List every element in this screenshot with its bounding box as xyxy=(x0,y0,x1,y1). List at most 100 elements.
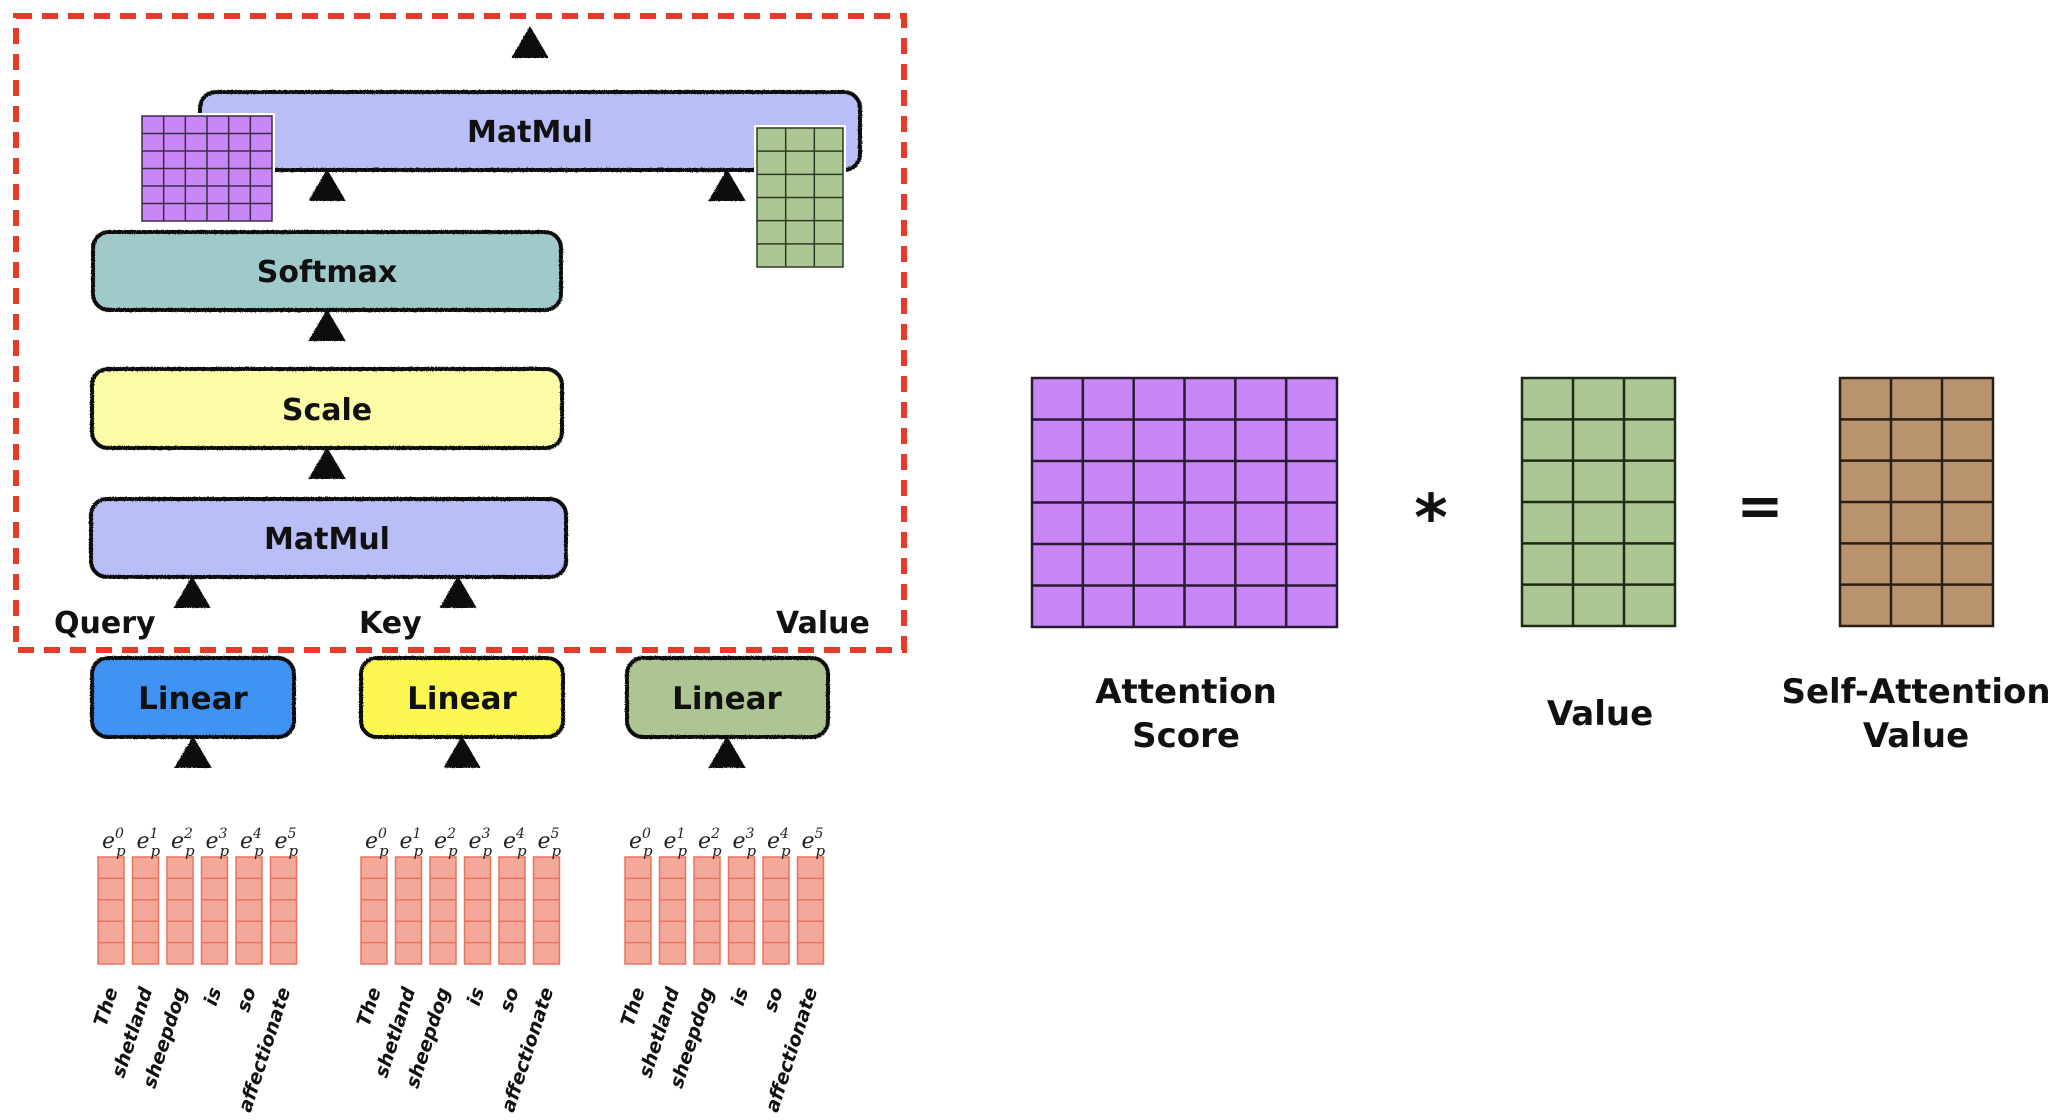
softmax-label: Softmax xyxy=(257,255,397,290)
token-label: The xyxy=(617,985,650,1029)
arrow-head-icon xyxy=(308,309,346,341)
embedding-vector-body xyxy=(166,856,194,965)
self-attention-value-label-line2: Value xyxy=(1863,716,1969,756)
attention-score-matrix xyxy=(1030,376,1339,629)
embedding-vector-body xyxy=(269,856,298,965)
token-label: The xyxy=(90,985,123,1029)
embedding-vector-body xyxy=(658,856,687,965)
arrow-embedding-to-linear-2 xyxy=(708,736,746,812)
arrow-head-icon xyxy=(174,736,212,768)
value-matrix xyxy=(1520,376,1677,628)
matmul-top-block: MatMul xyxy=(198,90,862,172)
embedding-vector-body xyxy=(727,856,756,965)
arrow-head-icon xyxy=(443,736,481,768)
matmul-top-label: MatMul xyxy=(467,115,593,150)
token-label: so xyxy=(232,985,260,1015)
linear-key-label: Linear xyxy=(407,681,517,717)
self-attention-value-label-line1: Self-Attention xyxy=(1781,672,2048,712)
arrow-key-to-matmul xyxy=(439,576,477,658)
attention-matrix-input xyxy=(139,113,275,224)
self-attention-value-matrix xyxy=(1838,376,1995,628)
embedding-vector-body xyxy=(624,856,652,965)
embedding-vector-body xyxy=(131,856,160,965)
arrow-head-icon xyxy=(308,447,346,479)
embedding-vector-body xyxy=(693,856,721,965)
arrow-output xyxy=(511,26,549,92)
attention-score-label-line1: Attention xyxy=(1095,672,1277,712)
linear-value-block: Linear xyxy=(625,656,830,739)
embedding-vector-body xyxy=(429,856,457,965)
arrow-head-icon xyxy=(708,736,746,768)
arrow-softmax-to-matmul xyxy=(308,169,346,232)
linear-query-label: Linear xyxy=(138,681,248,717)
token-label: so xyxy=(759,985,787,1015)
embedding-vector-body xyxy=(796,856,825,965)
arrow-head-icon xyxy=(439,576,477,608)
matmul-bottom-label: MatMul xyxy=(264,522,390,557)
arrow-embedding-to-linear-0 xyxy=(174,736,212,812)
key-label: Key xyxy=(359,606,422,641)
value-matrix-label: Value xyxy=(1547,694,1653,734)
linear-query-block: Linear xyxy=(90,656,296,739)
multiply-operator: * xyxy=(1414,482,1447,556)
arrow-value-to-matmul xyxy=(708,169,746,658)
embedding-vector-body xyxy=(394,856,423,965)
token-label: so xyxy=(495,985,523,1015)
embedding-vector-body xyxy=(762,856,790,965)
scale-label: Scale xyxy=(282,393,372,428)
softmax-block: Softmax xyxy=(91,230,563,312)
arrow-head-icon xyxy=(708,169,746,201)
arrow-scale-to-softmax xyxy=(308,309,346,369)
linear-key-block: Linear xyxy=(359,656,565,739)
token-label: is xyxy=(200,985,226,1009)
embedding-vector-body xyxy=(97,856,125,965)
matmul-bottom-block: MatMul xyxy=(89,497,568,579)
arrow-head-icon xyxy=(173,576,211,608)
embedding-vector-body xyxy=(532,856,561,965)
arrow-query-to-matmul xyxy=(173,576,211,658)
value-matrix-input xyxy=(754,125,846,270)
linear-value-label: Linear xyxy=(672,681,782,717)
token-label: The xyxy=(353,985,386,1029)
query-label: Query xyxy=(54,606,156,641)
scale-block: Scale xyxy=(90,367,564,450)
arrows xyxy=(173,26,746,812)
attention-score-label-line2: Score xyxy=(1132,716,1240,756)
embedding-vector-body xyxy=(463,856,492,965)
arrow-embedding-to-linear-1 xyxy=(443,736,481,812)
value-label: Value xyxy=(776,606,870,641)
arrow-head-icon xyxy=(511,26,549,58)
embedding-vector-body xyxy=(200,856,229,965)
